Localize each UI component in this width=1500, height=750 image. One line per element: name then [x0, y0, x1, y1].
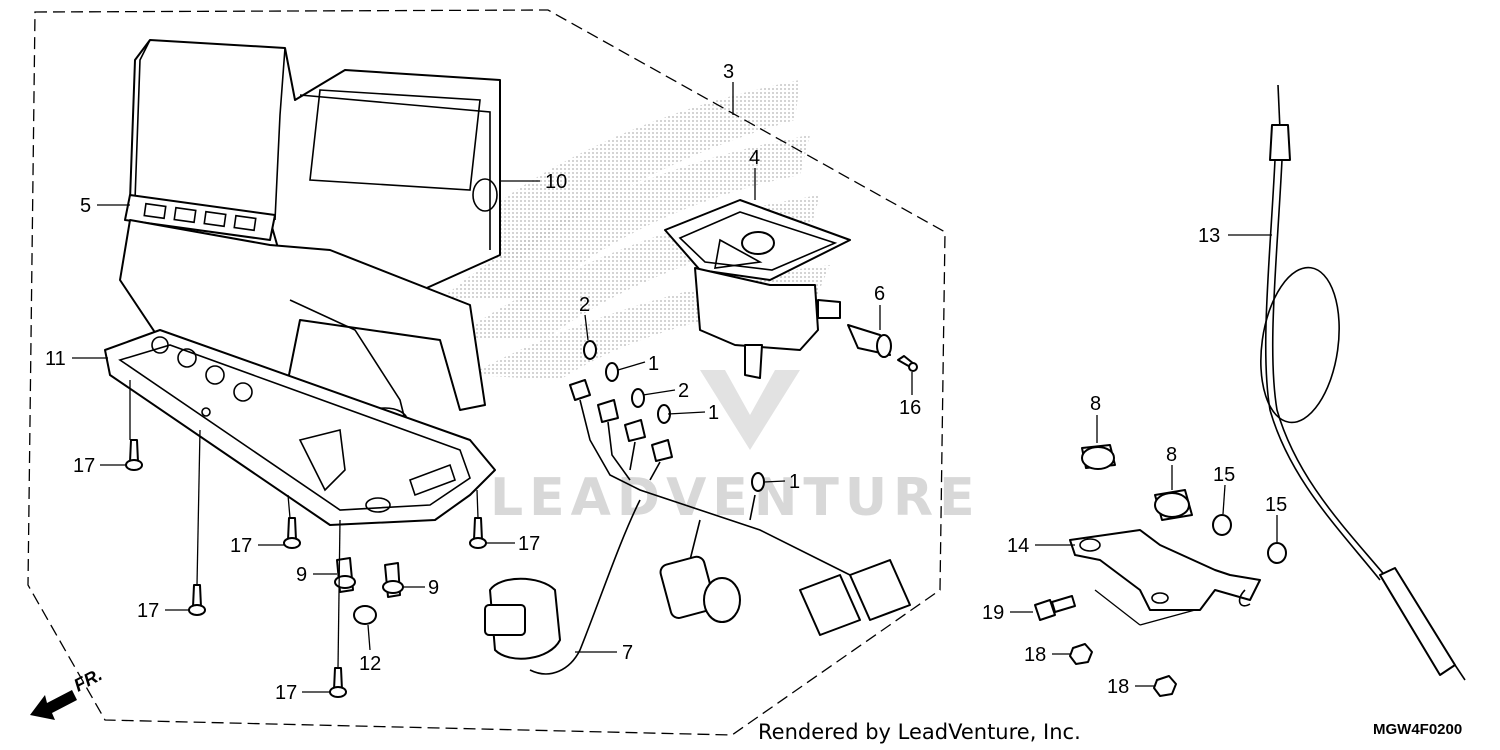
- callout-14[interactable]: 14: [1007, 535, 1029, 557]
- indicator-lens-part[interactable]: [124, 194, 276, 241]
- callout-12[interactable]: 12: [359, 653, 381, 675]
- callout-1b[interactable]: 1: [708, 402, 719, 424]
- callout-17a[interactable]: 17: [73, 455, 95, 477]
- callout-9b[interactable]: 9: [428, 577, 439, 599]
- callout-13[interactable]: 13: [1198, 225, 1220, 247]
- screw-part[interactable]: [897, 355, 918, 372]
- callout-5[interactable]: 5: [80, 195, 91, 217]
- callout-15a[interactable]: 15: [1213, 464, 1235, 486]
- callout-7[interactable]: 7: [622, 642, 633, 664]
- callout-16[interactable]: 16: [899, 397, 921, 419]
- bracket-part[interactable]: [1069, 529, 1261, 611]
- callout-17d[interactable]: 17: [137, 600, 159, 622]
- collar-parts-15[interactable]: [1212, 514, 1287, 564]
- callout-19[interactable]: 19: [982, 602, 1004, 624]
- callout-9a[interactable]: 9: [296, 564, 307, 586]
- callout-18a[interactable]: 18: [1024, 644, 1046, 666]
- callout-15b[interactable]: 15: [1265, 494, 1287, 516]
- bolt-part-19[interactable]: [1034, 595, 1076, 621]
- callout-17c[interactable]: 17: [518, 533, 540, 555]
- meter-visor-part[interactable]: [129, 39, 501, 301]
- callout-2b[interactable]: 2: [678, 380, 689, 402]
- sleeve-part[interactable]: [847, 324, 892, 358]
- callout-3[interactable]: 3: [723, 61, 734, 83]
- nut-parts-18[interactable]: [1069, 643, 1177, 697]
- callout-labels: 3 4 5 10 6 16 2 1 2 1 1 7 11 17 17 17 17…: [45, 61, 1287, 704]
- diagram-code: MGW4F0200: [1373, 721, 1462, 738]
- callout-18b[interactable]: 18: [1107, 676, 1129, 698]
- callout-1c[interactable]: 1: [789, 471, 800, 493]
- front-arrow-icon: FR.: [30, 664, 105, 720]
- callout-2a[interactable]: 2: [579, 294, 590, 316]
- bulb-parts[interactable]: [583, 340, 765, 492]
- grommet-part[interactable]: [353, 605, 377, 625]
- callout-1a[interactable]: 1: [648, 353, 659, 375]
- leader-lines: [72, 82, 1278, 693]
- wire-harness-part[interactable]: [484, 379, 911, 675]
- grommet-parts-8[interactable]: [1081, 444, 1193, 521]
- watermark-text: LEADVENTURE: [490, 468, 981, 528]
- meter-base-plate-part[interactable]: [104, 329, 496, 526]
- footer-credit: Rendered by LeadVenture, Inc.: [758, 720, 1081, 744]
- callout-6[interactable]: 6: [874, 283, 885, 305]
- meter-unit-part[interactable]: [664, 199, 851, 379]
- speedometer-cable-part[interactable]: [1252, 84, 1466, 681]
- callout-8b[interactable]: 8: [1166, 444, 1177, 466]
- bolt-parts-9[interactable]: [334, 557, 404, 598]
- callout-11[interactable]: 11: [45, 348, 66, 370]
- callout-4[interactable]: 4: [749, 147, 760, 169]
- callout-17b[interactable]: 17: [230, 535, 252, 557]
- callout-17e[interactable]: 17: [275, 682, 297, 704]
- callout-10[interactable]: 10: [545, 171, 567, 193]
- front-label: FR.: [70, 664, 105, 695]
- callout-8a[interactable]: 8: [1090, 393, 1101, 415]
